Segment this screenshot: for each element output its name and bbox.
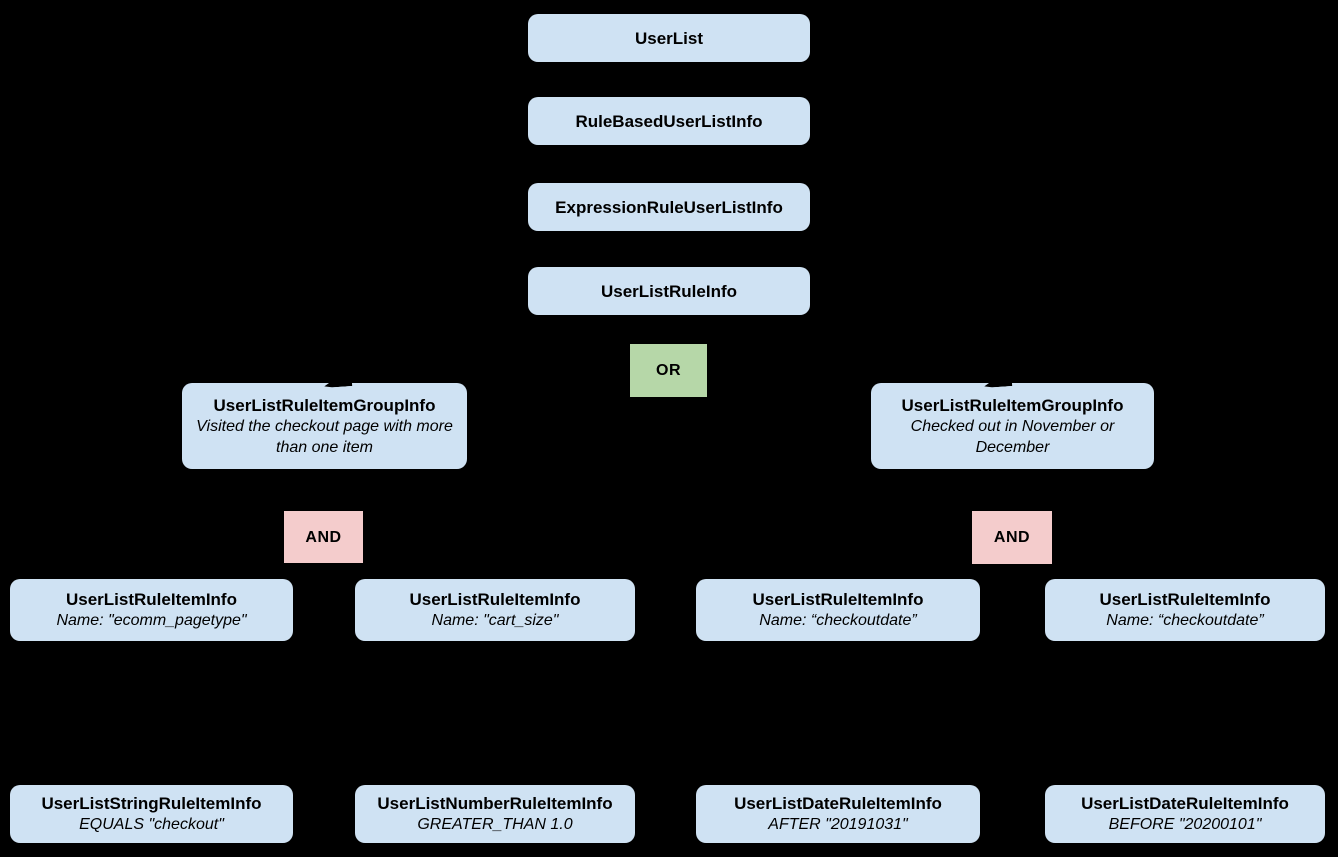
and-operator-node-right: AND bbox=[972, 511, 1052, 564]
rule-item-title: UserListRuleItemInfo bbox=[1099, 590, 1271, 609]
rule-item-note: Name: “checkoutdate” bbox=[759, 612, 917, 629]
operand-note: GREATER_THAN 1.0 bbox=[417, 816, 573, 833]
operand-note: AFTER "20191031" bbox=[768, 816, 908, 833]
class-box-expressionruleuserlistinfo: ExpressionRuleUserListInfo bbox=[528, 183, 810, 231]
or-operator-node: OR bbox=[630, 344, 707, 397]
operand-note: BEFORE "20200101" bbox=[1108, 816, 1262, 833]
operand-title: UserListDateRuleItemInfo bbox=[734, 794, 942, 813]
operand-title: UserListStringRuleItemInfo bbox=[41, 794, 262, 813]
class-box-label: UserListRuleInfo bbox=[600, 281, 738, 301]
operand-box-string-equals: UserListStringRuleItemInfo EQUALS "check… bbox=[10, 785, 293, 843]
rule-item-box-checkoutdate-1: UserListRuleItemInfo Name: “checkoutdate… bbox=[696, 579, 980, 641]
class-box-userlist: UserList bbox=[528, 14, 810, 62]
class-box-label: ExpressionRuleUserListInfo bbox=[555, 197, 783, 217]
rule-item-note: Name: “checkoutdate” bbox=[1106, 612, 1264, 629]
rule-item-title: UserListRuleItemInfo bbox=[409, 590, 581, 609]
operand-title: UserListNumberRuleItemInfo bbox=[377, 794, 613, 813]
rule-item-box-cart-size: UserListRuleItemInfo Name: "cart_size" bbox=[355, 579, 635, 641]
and-operator-label: AND bbox=[305, 528, 342, 546]
operand-box-date-after: UserListDateRuleItemInfo AFTER "20191031… bbox=[696, 785, 980, 843]
class-box-label: UserList bbox=[634, 28, 704, 48]
operand-title: UserListDateRuleItemInfo bbox=[1081, 794, 1289, 813]
rule-item-box-checkoutdate-2: UserListRuleItemInfo Name: “checkoutdate… bbox=[1045, 579, 1325, 641]
and-operator-label: AND bbox=[993, 529, 1031, 546]
rule-item-title: UserListRuleItemInfo bbox=[752, 590, 924, 609]
group-box-note: Visited the checkout page with more than… bbox=[196, 417, 453, 456]
rule-item-box-ecomm-pagetype: UserListRuleItemInfo Name: "ecomm_pagety… bbox=[10, 579, 293, 641]
rule-item-title: UserListRuleItemInfo bbox=[66, 590, 237, 609]
rule-item-note: Name: "cart_size" bbox=[431, 612, 559, 629]
rule-item-note: Name: "ecomm_pagetype" bbox=[56, 612, 247, 629]
class-box-label: RuleBasedUserListInfo bbox=[575, 111, 763, 131]
class-box-rulebaseduserlistinfo: RuleBasedUserListInfo bbox=[528, 97, 810, 145]
operand-box-date-before: UserListDateRuleItemInfo BEFORE "2020010… bbox=[1045, 785, 1325, 843]
group-box-checked-out-nov-dec: UserListRuleItemGroupInfo Checked out in… bbox=[871, 383, 1154, 469]
arrowhead-icon bbox=[984, 375, 1013, 388]
group-box-title: UserListRuleItemGroupInfo bbox=[901, 395, 1124, 415]
operand-note: EQUALS "checkout" bbox=[79, 816, 224, 833]
class-box-userlistruleinfo: UserListRuleInfo bbox=[528, 267, 810, 315]
arrowhead-icon bbox=[324, 375, 353, 388]
group-box-checkout-page: UserListRuleItemGroupInfo Visited the ch… bbox=[182, 383, 467, 469]
group-box-title: UserListRuleItemGroupInfo bbox=[213, 395, 436, 415]
or-operator-label: OR bbox=[656, 362, 681, 379]
and-operator-node-left: AND bbox=[284, 511, 363, 563]
group-box-note: Checked out in November or December bbox=[910, 417, 1115, 456]
operand-box-number-greater-than: UserListNumberRuleItemInfo GREATER_THAN … bbox=[355, 785, 635, 843]
